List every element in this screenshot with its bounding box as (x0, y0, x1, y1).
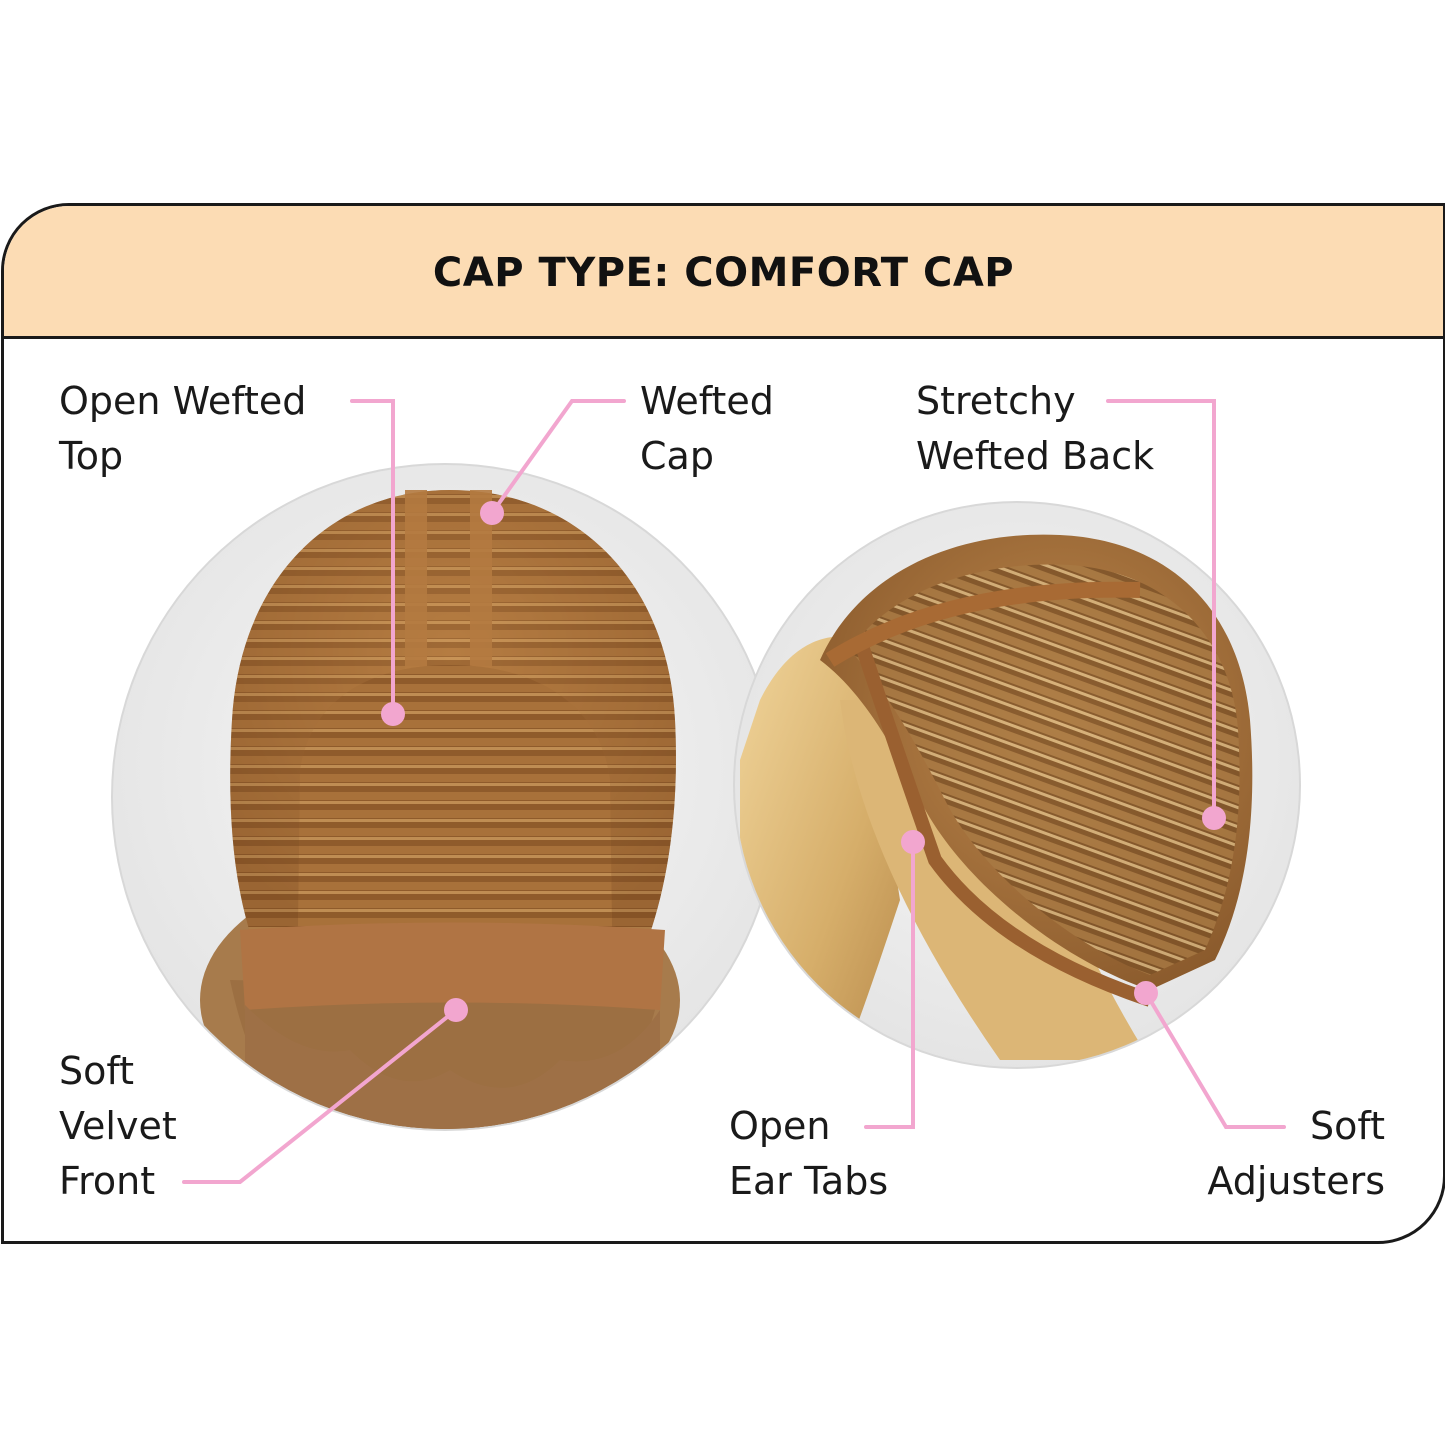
leader-line-open-wefted-top (350, 399, 395, 716)
callout-dot-open-wefted-top (381, 702, 405, 726)
callout-open-ear-tabs-line-1: Open (729, 1104, 831, 1148)
callout-open-wefted-top: Open Wefted Top (59, 374, 306, 484)
card-title: CAP TYPE: COMFORT CAP (432, 250, 1015, 296)
callout-dot-wefted-cap (480, 501, 504, 525)
callout-open-ear-tabs-line-2: Ear Tabs (729, 1159, 889, 1203)
callout-dot-stretchy-wefted-back (1202, 806, 1226, 830)
leader-line-wefted-cap (490, 399, 626, 515)
callout-open-wefted-top-line-2: Top (59, 434, 124, 478)
callout-wefted-cap: Wefted Cap (640, 374, 774, 484)
callout-soft-velvet-front-line-3: Front (59, 1159, 156, 1203)
callout-soft-velvet-front-line-1: Soft (59, 1049, 134, 1093)
callout-soft-adjusters: Soft Adjusters (1207, 1099, 1385, 1209)
callout-open-wefted-top-line-1: Open Wefted (59, 379, 307, 423)
callout-dot-open-ear-tabs (901, 830, 925, 854)
callout-dot-soft-velvet-front (444, 998, 468, 1022)
callout-dot-soft-adjusters (1134, 981, 1158, 1005)
leader-lines (182, 399, 1286, 1184)
leader-line-stretchy-wefted-back (1106, 399, 1216, 820)
callout-stretchy-wefted-back-line-1: Stretchy (916, 379, 1076, 423)
callout-soft-velvet-front-line-2: Velvet (59, 1104, 177, 1148)
right-cap-photo (733, 501, 1301, 1069)
leader-line-soft-velvet-front (182, 1008, 458, 1184)
callout-soft-velvet-front: Soft Velvet Front (59, 1044, 177, 1209)
callout-open-ear-tabs: Open Ear Tabs (729, 1099, 888, 1209)
card-header: CAP TYPE: COMFORT CAP (4, 206, 1443, 339)
callout-stretchy-wefted-back-line-2: Wefted Back (916, 434, 1155, 478)
leader-line-soft-adjusters (1144, 991, 1286, 1129)
callout-dots (381, 501, 1226, 1022)
callout-soft-adjusters-line-1: Soft (1310, 1104, 1385, 1148)
callout-wefted-cap-line-1: Wefted (640, 379, 774, 423)
callout-wefted-cap-line-2: Cap (640, 434, 714, 478)
leader-line-open-ear-tabs (864, 840, 915, 1129)
callout-stretchy-wefted-back: Stretchy Wefted Back (916, 374, 1154, 484)
callout-soft-adjusters-line-2: Adjusters (1207, 1159, 1385, 1203)
left-cap-photo (111, 463, 779, 1131)
